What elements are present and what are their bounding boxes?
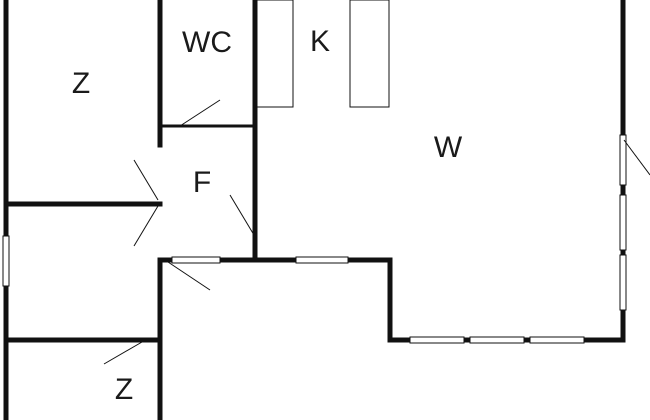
door-living-right (623, 139, 650, 176)
window-living-bottom-1 (409, 336, 465, 344)
window-living-bottom-3 (529, 336, 585, 344)
window-living-right-1 (619, 194, 627, 251)
door-bedroom-top-1 (133, 159, 159, 201)
door-hall-kitchen (229, 194, 255, 236)
doors (103, 99, 650, 365)
kitchen-fixtures (256, 0, 390, 108)
door-bedroom-top-2 (133, 205, 159, 247)
room-labels: WC K Z F W Z (72, 25, 463, 406)
window-living-right-2 (619, 254, 627, 311)
room-label-bedroom-bottom: Z (115, 373, 133, 406)
door-bedroom-bottom (103, 341, 143, 365)
room-label-wc: WC (182, 26, 232, 59)
door-wc (179, 99, 221, 127)
room-label-kitchen: K (310, 25, 330, 58)
walls (3, 0, 626, 420)
window-left-outer (2, 235, 10, 287)
window-living-bottom-left (295, 256, 349, 264)
room-label-hall: F (193, 166, 211, 199)
room-label-living: W (434, 131, 463, 164)
window-living-right-door (619, 134, 627, 186)
room-label-bedroom-top: Z (72, 67, 90, 100)
window-living-bottom-2 (469, 336, 525, 344)
windows (2, 134, 627, 344)
kitchen-counter-right (349, 0, 390, 108)
kitchen-counter-left (256, 0, 294, 108)
window-hall-bottom (171, 256, 221, 264)
door-front (167, 261, 211, 291)
